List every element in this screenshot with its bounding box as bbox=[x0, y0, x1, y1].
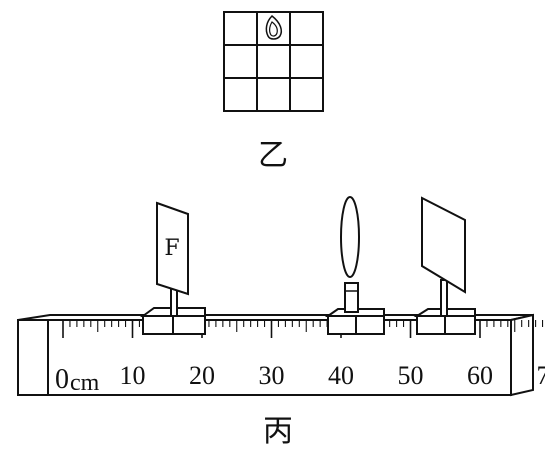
light-screen bbox=[421, 196, 466, 294]
ruler-tick-label: 10 bbox=[120, 361, 146, 390]
ruler-tick-labels: 10 20 30 40 50 60 70 bbox=[120, 361, 545, 390]
ruler-tick-label: 30 bbox=[259, 361, 285, 390]
convex-lens-icon bbox=[340, 196, 360, 278]
ruler-tick-label: 20 bbox=[189, 361, 215, 390]
screen-holder bbox=[413, 196, 476, 335]
object-card bbox=[156, 201, 189, 296]
ruler-tick-label: 60 bbox=[467, 361, 493, 390]
grid-border bbox=[223, 11, 324, 112]
ruler-unit-label: cm bbox=[70, 370, 100, 396]
object-letter: F bbox=[164, 236, 179, 261]
ruler-tick-label: 40 bbox=[328, 361, 354, 390]
lens-holder bbox=[324, 196, 385, 335]
ruler-zero-label: 0 bbox=[55, 364, 69, 395]
object-holder: F bbox=[139, 201, 206, 335]
bench-caption: 丙 bbox=[263, 414, 293, 449]
grid-caption: 乙 bbox=[258, 138, 288, 173]
candle-flame-icon bbox=[265, 15, 283, 40]
ruler-tick-label: 70 bbox=[537, 361, 545, 390]
grid-figure bbox=[223, 11, 324, 112]
ruler-tick-label: 50 bbox=[398, 361, 424, 390]
